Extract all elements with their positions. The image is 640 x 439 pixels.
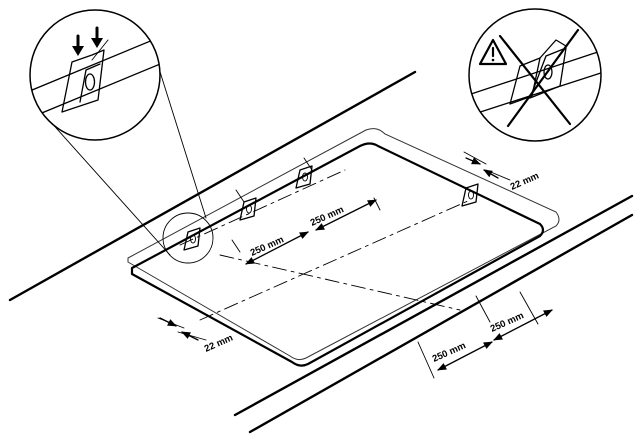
clip-icon-2 [239,197,257,221]
guide-tick-4 [231,239,241,253]
guide-tick-2 [303,157,313,171]
centre-line-back [179,169,346,246]
guide-tick-1 [235,189,245,203]
dim-arrow-d [493,309,553,341]
guide-tick-5 [417,341,435,379]
dim-arrow-a [245,231,309,265]
cross-stroke-2 [506,28,580,128]
clip-icon-1 [183,227,201,251]
worktop-front-edge-upper [233,194,634,417]
dim-arrow-margin-bottom-1 [159,317,177,327]
worktop-back-edge [8,70,417,302]
guide-tick-3 [373,197,381,211]
dim-label-spacing-a: 250 mm [249,234,286,258]
guide-tick-6 [475,295,491,323]
dim-label-margin-top: 22 mm [509,170,541,192]
dim-arrow-margin-top-1 [465,157,481,165]
dim-arrow-margin-top-2 [483,169,499,179]
guide-tick-11 [177,331,207,341]
mounting-clips [183,165,479,251]
callout-target-circle [162,212,214,264]
cutout-rim [127,128,560,361]
callout-line-lower [39,109,171,256]
dimension-arrows [159,157,553,371]
detail-wrong [468,8,602,142]
cross-stroke-1 [498,34,572,126]
clip-icon-4 [461,183,479,207]
cutout-outline [130,142,545,367]
arrow-down-icon [72,26,103,56]
dim-label-spacing-d: 250 mm [489,310,526,334]
detail-correct-circle [29,9,161,141]
dim-label-margin-bottom: 22 mm [203,332,235,354]
clip-icon-3 [295,165,313,189]
cutout [127,128,560,367]
centre-line-cross [219,254,461,311]
worktop-front-edge-lower [248,213,634,434]
dim-arrow-margin-bottom-2 [181,331,199,341]
dim-arrow-b [315,199,377,231]
detail-correct [29,9,161,141]
worktop [8,70,634,434]
centre-line-long [199,199,471,321]
warning-icon [478,38,508,66]
dim-arrow-c [437,341,493,371]
dim-label-spacing-c: 250 mm [431,340,468,364]
detail-wrong-circle [468,8,602,142]
